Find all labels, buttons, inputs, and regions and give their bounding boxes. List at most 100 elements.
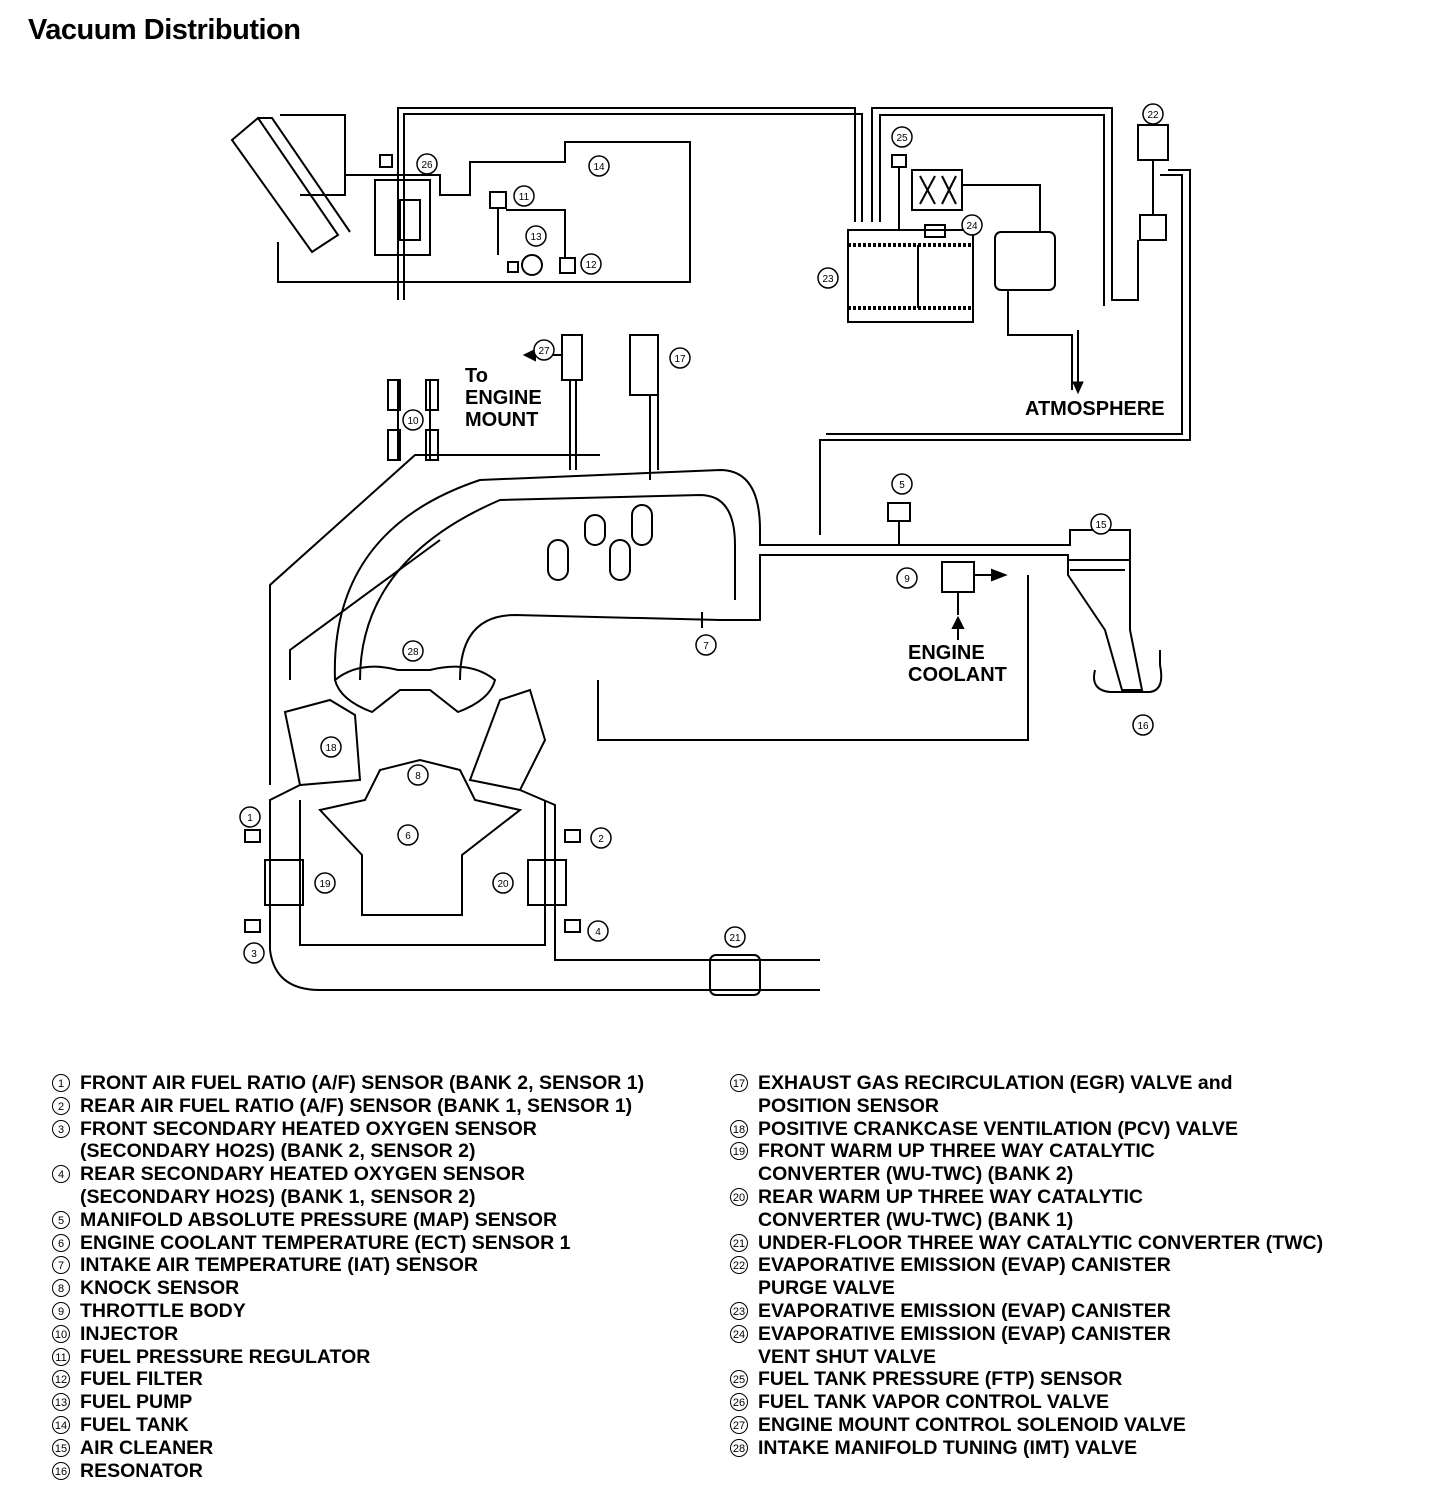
legend-item: CONVERTER (WU-TWC) (BANK 2) xyxy=(730,1163,1323,1186)
legend-text: FUEL PRESSURE REGULATOR xyxy=(80,1345,371,1368)
legend-text: CONVERTER (WU-TWC) (BANK 1) xyxy=(758,1208,1074,1231)
legend-number: 5 xyxy=(52,1210,70,1229)
legend-number: 7 xyxy=(52,1256,70,1275)
legend-number: 20 xyxy=(730,1187,748,1206)
engine-coolant-label: ENGINE COOLANT xyxy=(908,642,1007,686)
legend-text: FUEL TANK VAPOR CONTROL VALVE xyxy=(758,1391,1110,1414)
legend-text: REAR AIR FUEL RATIO (A/F) SENSOR (BANK 1… xyxy=(80,1094,633,1117)
legend-text: INTAKE MANIFOLD TUNING (IMT) VALVE xyxy=(758,1436,1138,1459)
purge-valve xyxy=(1137,124,1169,161)
filler-neck xyxy=(230,116,340,254)
engine-block xyxy=(318,758,523,916)
legend-number: 22 xyxy=(730,1256,748,1275)
vacuum-diagram: 1 2 3 4 5 6 7 8 9 10 11 12 13 14 15 16 1… xyxy=(230,103,1191,996)
legend-item: PURGE VALVE xyxy=(730,1277,1323,1300)
legend-number: 6 xyxy=(52,1233,70,1252)
legend-text: MANIFOLD ABSOLUTE PRESSURE (MAP) SENSOR xyxy=(80,1208,558,1231)
legend-text: (SECONDARY HO2S) (BANK 1, SENSOR 2) xyxy=(80,1185,476,1208)
legend-item: 7 INTAKE AIR TEMPERATURE (IAT) SENSOR xyxy=(52,1254,644,1277)
legend-number: 26 xyxy=(730,1393,748,1412)
callout-22: 22 xyxy=(1147,110,1159,121)
legend-text: EVAPORATIVE EMISSION (EVAP) CANISTER xyxy=(758,1299,1171,1322)
callout-18: 18 xyxy=(325,743,337,754)
legend-text: REAR SECONDARY HEATED OXYGEN SENSOR xyxy=(80,1163,525,1186)
callout-27: 27 xyxy=(538,346,550,357)
fuel-pump xyxy=(521,254,543,276)
legend-text: EXHAUST GAS RECIRCULATION (EGR) VALVE an… xyxy=(758,1072,1233,1094)
legend-number xyxy=(730,1097,748,1115)
legend-item: POSITION SENSOR xyxy=(730,1095,1323,1118)
callout-markers xyxy=(239,103,1164,964)
map-sensor xyxy=(887,502,911,522)
callout-21: 21 xyxy=(729,933,741,944)
legend-text: FRONT WARM UP THREE WAY CATALYTIC xyxy=(758,1140,1155,1163)
callout-5: 5 xyxy=(899,480,905,491)
legend-number: 9 xyxy=(52,1301,70,1320)
legend-number: 12 xyxy=(52,1370,70,1389)
callout-24: 24 xyxy=(966,221,978,232)
legend-text: POSITIVE CRANKCASE VENTILATION (PCV) VAL… xyxy=(758,1117,1238,1140)
callout-23: 23 xyxy=(822,274,834,285)
legend-number: 19 xyxy=(730,1142,748,1161)
legend-item: 17 EXHAUST GAS RECIRCULATION (EGR) VALVE … xyxy=(730,1072,1323,1095)
legend-number: 23 xyxy=(730,1301,748,1320)
legend-item: VENT SHUT VALVE xyxy=(730,1346,1323,1369)
callout-16: 16 xyxy=(1137,721,1149,732)
legend-text: ENGINE MOUNT CONTROL SOLENOID VALVE xyxy=(758,1413,1186,1436)
legend-text: FRONT SECONDARY HEATED OXYGEN SENSOR xyxy=(80,1117,537,1140)
legend-item: 21 UNDER-FLOOR THREE WAY CATALYTIC CONVER… xyxy=(730,1232,1323,1255)
legend-number xyxy=(730,1211,748,1229)
legend-text: POSITION SENSOR xyxy=(758,1094,939,1117)
legend-number: 4 xyxy=(52,1165,70,1184)
legend-number: 21 xyxy=(730,1233,748,1252)
legend-item: (SECONDARY HO2S) (BANK 2, SENSOR 2) xyxy=(52,1140,644,1163)
legend-number: 2 xyxy=(52,1096,70,1115)
legend-item: 2 REAR AIR FUEL RATIO (A/F) SENSOR (BANK … xyxy=(52,1095,644,1118)
callout-10: 10 xyxy=(407,416,419,427)
engine-mount-solenoid xyxy=(561,334,583,381)
legend-number: 11 xyxy=(52,1347,70,1366)
legend-text: (SECONDARY HO2S) (BANK 2, SENSOR 2) xyxy=(80,1140,476,1163)
callout-14: 14 xyxy=(593,162,605,173)
legend-text: FUEL FILTER xyxy=(80,1368,203,1391)
legend-number: 10 xyxy=(52,1324,70,1343)
legend-item: 5 MANIFOLD ABSOLUTE PRESSURE (MAP) SENSOR xyxy=(52,1209,644,1232)
legend-item: 19 FRONT WARM UP THREE WAY CATALYTIC xyxy=(730,1140,1323,1163)
injectors xyxy=(397,380,431,460)
legend-text: FUEL TANK xyxy=(80,1413,189,1436)
legend-text: AIR CLEANER xyxy=(80,1436,214,1459)
legend-number: 16 xyxy=(52,1461,70,1480)
exhaust-bank1 xyxy=(519,789,820,961)
callout-1: 1 xyxy=(247,813,253,824)
legend-number: 15 xyxy=(52,1438,70,1457)
legend-number: 25 xyxy=(730,1370,748,1389)
evap-canister xyxy=(847,229,974,323)
legend-number xyxy=(730,1279,748,1297)
callout-25: 25 xyxy=(896,133,908,144)
callout-28: 28 xyxy=(407,647,419,658)
callout-3: 3 xyxy=(251,949,257,960)
legend-text: REAR WARM UP THREE WAY CATALYTIC xyxy=(758,1185,1143,1208)
legend-number xyxy=(730,1348,748,1366)
air-cleaner xyxy=(1067,560,1144,691)
egr-valve xyxy=(629,334,659,396)
intake-plenum xyxy=(333,468,1131,681)
legend-number: 17 xyxy=(730,1074,748,1092)
legend-item: 26 FUEL TANK VAPOR CONTROL VALVE xyxy=(730,1391,1323,1414)
legend-text: INTAKE AIR TEMPERATURE (IAT) SENSOR xyxy=(80,1254,478,1277)
to-engine-mount-label: To ENGINE MOUNT xyxy=(465,365,542,431)
ftp-sensor xyxy=(891,154,907,168)
legend-text: UNDER-FLOOR THREE WAY CATALYTIC CONVERTE… xyxy=(758,1231,1324,1254)
legend-text: RESONATOR xyxy=(80,1459,203,1482)
callout-12: 12 xyxy=(585,260,597,271)
legend-number: 1 xyxy=(52,1074,70,1092)
vent-filter xyxy=(994,231,1056,291)
